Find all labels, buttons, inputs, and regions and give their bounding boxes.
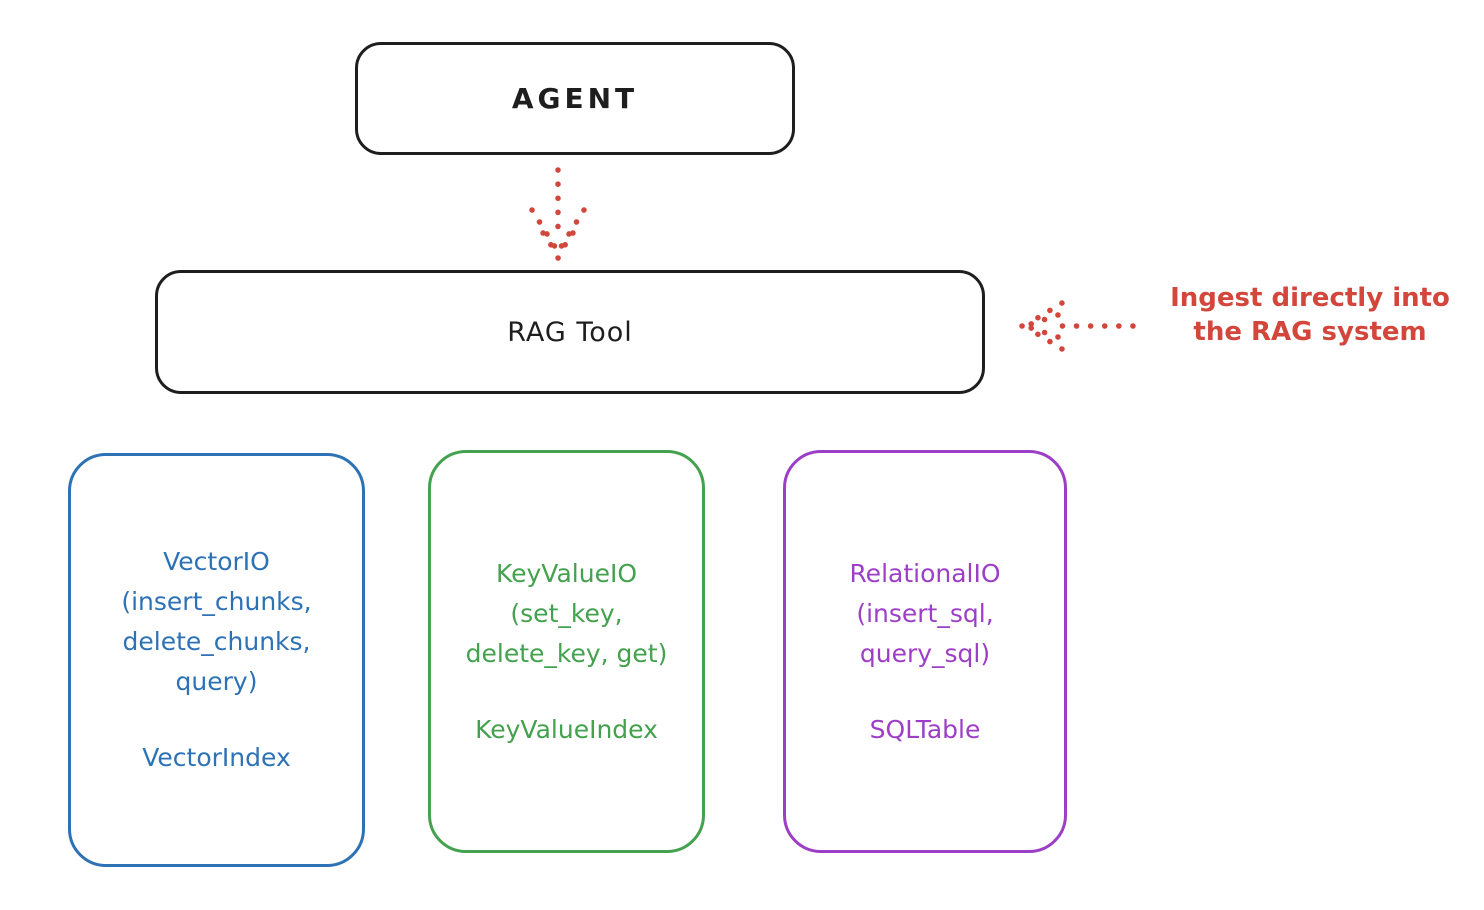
key-value-index-label: KeyValueIndex (475, 714, 658, 744)
agent-label: AGENT (511, 82, 639, 115)
vector-io-line: (insert_chunks, (121, 587, 312, 616)
rag-tool-box: RAG Tool (155, 270, 985, 394)
key-value-io-line: KeyValueIO (495, 558, 638, 588)
ingest-annotation-dotted-arrow-icon (1019, 300, 1136, 352)
key-value-io-line: delete_key, get) (465, 638, 668, 668)
ingest-annotation: Ingest directly into the RAG system (1140, 281, 1480, 349)
rag-tool-label: RAG Tool (507, 316, 633, 348)
relational-io-line: query_sql) (859, 638, 991, 668)
vector-io-line: VectorIO (163, 547, 270, 576)
relational-io-box: RelationalIO (insert_sql, query_sql) SQL… (783, 450, 1067, 853)
vector-io-line: delete_chunks, (122, 627, 311, 656)
agent-to-rag-tool-dotted-arrow-icon (529, 167, 587, 261)
key-value-io-line: (set_key, (510, 598, 623, 628)
key-value-io-box: KeyValueIO (set_key, delete_key, get) Ke… (428, 450, 705, 853)
sql-table-label: SQLTable (869, 714, 981, 744)
vector-io-box: VectorIO (insert_chunks, delete_chunks, … (68, 453, 365, 867)
ingest-annotation-line2: the RAG system (1193, 317, 1427, 347)
agent-box: AGENT (355, 42, 795, 155)
vector-index-label: VectorIndex (142, 743, 291, 772)
ingest-annotation-line1: Ingest directly into (1170, 283, 1450, 313)
vector-io-line: query) (175, 667, 258, 696)
relational-io-line: RelationalIO (849, 558, 1001, 588)
relational-io-line: (insert_sql, (856, 598, 994, 628)
